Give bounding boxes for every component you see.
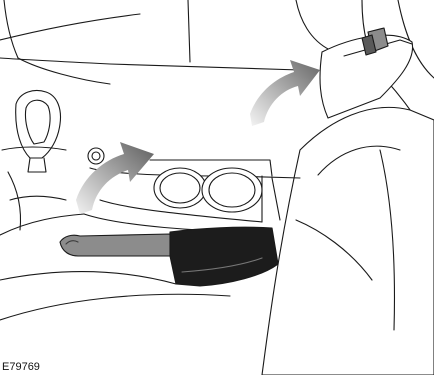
gear-shifter [0, 89, 85, 236]
lift-arrow-console-icon [76, 142, 154, 214]
brake-boot [169, 226, 279, 287]
dashboard-panel [0, 0, 331, 71]
floor-lines [0, 270, 231, 321]
figure-code-label: E79769 [2, 361, 40, 373]
lift-arrow-seat-icon [250, 60, 320, 126]
left-seat [3, 0, 111, 85]
parking-brake-lever [59, 226, 279, 287]
seat-back-release [319, 27, 414, 119]
